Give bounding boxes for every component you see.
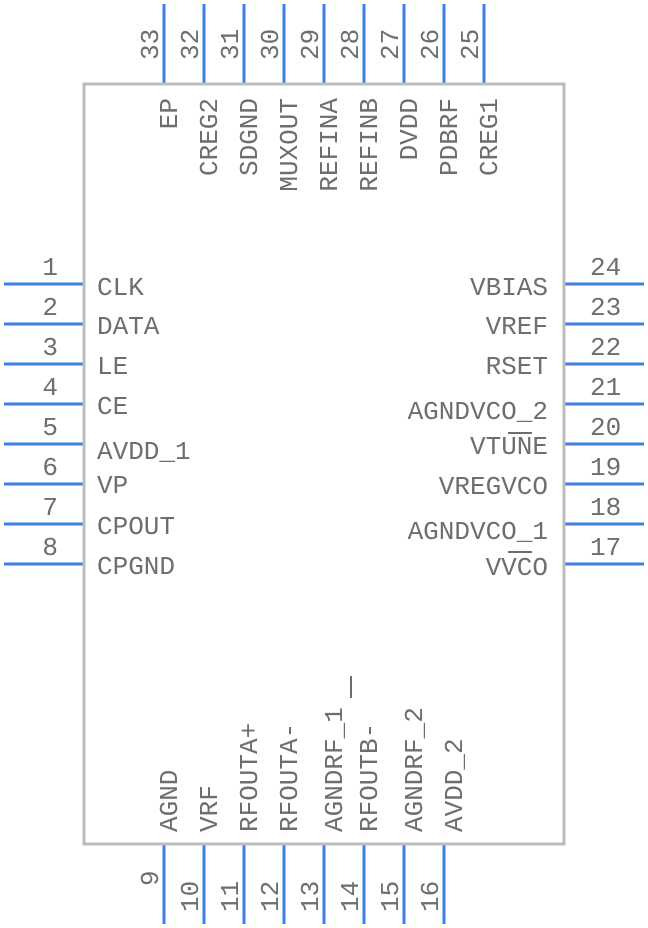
pin-name-24: VBIAS	[470, 273, 548, 303]
pin-number-24: 24	[590, 253, 621, 283]
pin-name-10: VRF	[195, 785, 225, 832]
pin-number-25: 25	[456, 29, 486, 60]
pin-name-26: PDBRF	[435, 98, 465, 176]
ic-body	[82, 82, 566, 846]
pin-number-16: 16	[416, 881, 446, 912]
pin-number-3: 3	[42, 333, 58, 363]
pin-number-5: 5	[42, 413, 58, 443]
pin-name-14: RFOUTB-	[355, 723, 385, 832]
pin-name-13: AGNDRF_1	[320, 707, 350, 832]
pin-number-12: 12	[256, 881, 286, 912]
pin-number-18: 18	[590, 493, 621, 523]
pin-name-8: CPGND	[97, 552, 175, 582]
pin-name-22: RSET	[486, 352, 548, 382]
pin-name-29: REFINA	[315, 98, 345, 192]
pin-name-23: VREF	[486, 312, 548, 342]
pin-name-31: SDGND	[235, 98, 265, 176]
pin-name-3: LE	[97, 352, 128, 382]
pin-number-22: 22	[590, 333, 621, 363]
pin-name-20: VTUNE	[470, 432, 548, 462]
pin-number-15: 15	[376, 881, 406, 912]
pin-number-17: 17	[590, 533, 621, 563]
pin-name-27: DVDD	[395, 98, 425, 160]
pin-number-8: 8	[42, 533, 58, 563]
bottom-pins: AGND VRF RFOUTA+ RFOUTA- AGNDRF_1 RFOUTB…	[136, 676, 470, 912]
pin-name-28: REFINB	[355, 98, 385, 192]
pin-name-25: CREG1	[475, 98, 505, 176]
pin-name-5: AVDD_1	[97, 437, 191, 467]
pin-name-18: AGNDVCO_1	[408, 517, 548, 547]
pin-name-32: CREG2	[195, 98, 225, 176]
pin-number-13: 13	[296, 881, 326, 912]
pin-number-23: 23	[590, 293, 621, 323]
pin-name-33: EP	[155, 98, 185, 129]
pin-number-29: 29	[296, 29, 326, 60]
pin-name-7: CPOUT	[97, 512, 175, 542]
pin-name-30: MUXOUT	[275, 98, 305, 192]
pin-number-10: 10	[176, 881, 206, 912]
pin-name-6: VP	[97, 471, 128, 501]
pin-name-21: AGNDVCO_2	[408, 397, 548, 427]
pin-number-32: 32	[176, 29, 206, 60]
top-pins: 33 32 31 30 29 28 27 26 25 EP CREG2 SDGN…	[136, 29, 505, 192]
pin-number-33: 33	[136, 29, 166, 60]
pin-name-19: VREGVCO	[439, 472, 548, 502]
pin-number-2: 2	[42, 293, 58, 323]
pin-name-11: RFOUTA+	[235, 723, 265, 832]
pin-number-4: 4	[42, 373, 58, 403]
pin-number-21: 21	[590, 373, 621, 403]
pin-lines	[4, 4, 644, 924]
pin-name-15: AGNDRF_2	[400, 707, 430, 832]
pin-number-30: 30	[256, 29, 286, 60]
pin-number-1: 1	[42, 253, 58, 283]
pin-name-16: AVDD_2	[440, 738, 470, 832]
pin-number-14: 14	[336, 881, 366, 912]
pin-number-19: 19	[590, 453, 621, 483]
pin-number-31: 31	[216, 29, 246, 60]
pin-number-7: 7	[42, 493, 58, 523]
pin-name-4: CE	[97, 392, 128, 422]
pin-name-12: RFOUTA-	[275, 723, 305, 832]
left-pins: 1 2 3 4 5 6 7 8 CLK DATA LE CE AVDD_1 VP…	[42, 253, 190, 582]
pin-number-20: 20	[590, 413, 621, 443]
pin-number-6: 6	[42, 453, 58, 483]
pin-number-28: 28	[336, 29, 366, 60]
pin-number-11: 11	[216, 881, 246, 912]
right-pins: 24 23 22 21 20 19 18 17 VBIAS VREF RSET …	[408, 253, 622, 583]
pin-name-1: CLK	[97, 273, 144, 303]
pin-number-27: 27	[376, 29, 406, 60]
pin-name-9: AGND	[155, 770, 185, 832]
pin-name-2: DATA	[97, 312, 160, 342]
pin-name-17: VVCO	[486, 553, 548, 583]
pin-number-9: 9	[136, 870, 166, 886]
pin-number-26: 26	[416, 29, 446, 60]
